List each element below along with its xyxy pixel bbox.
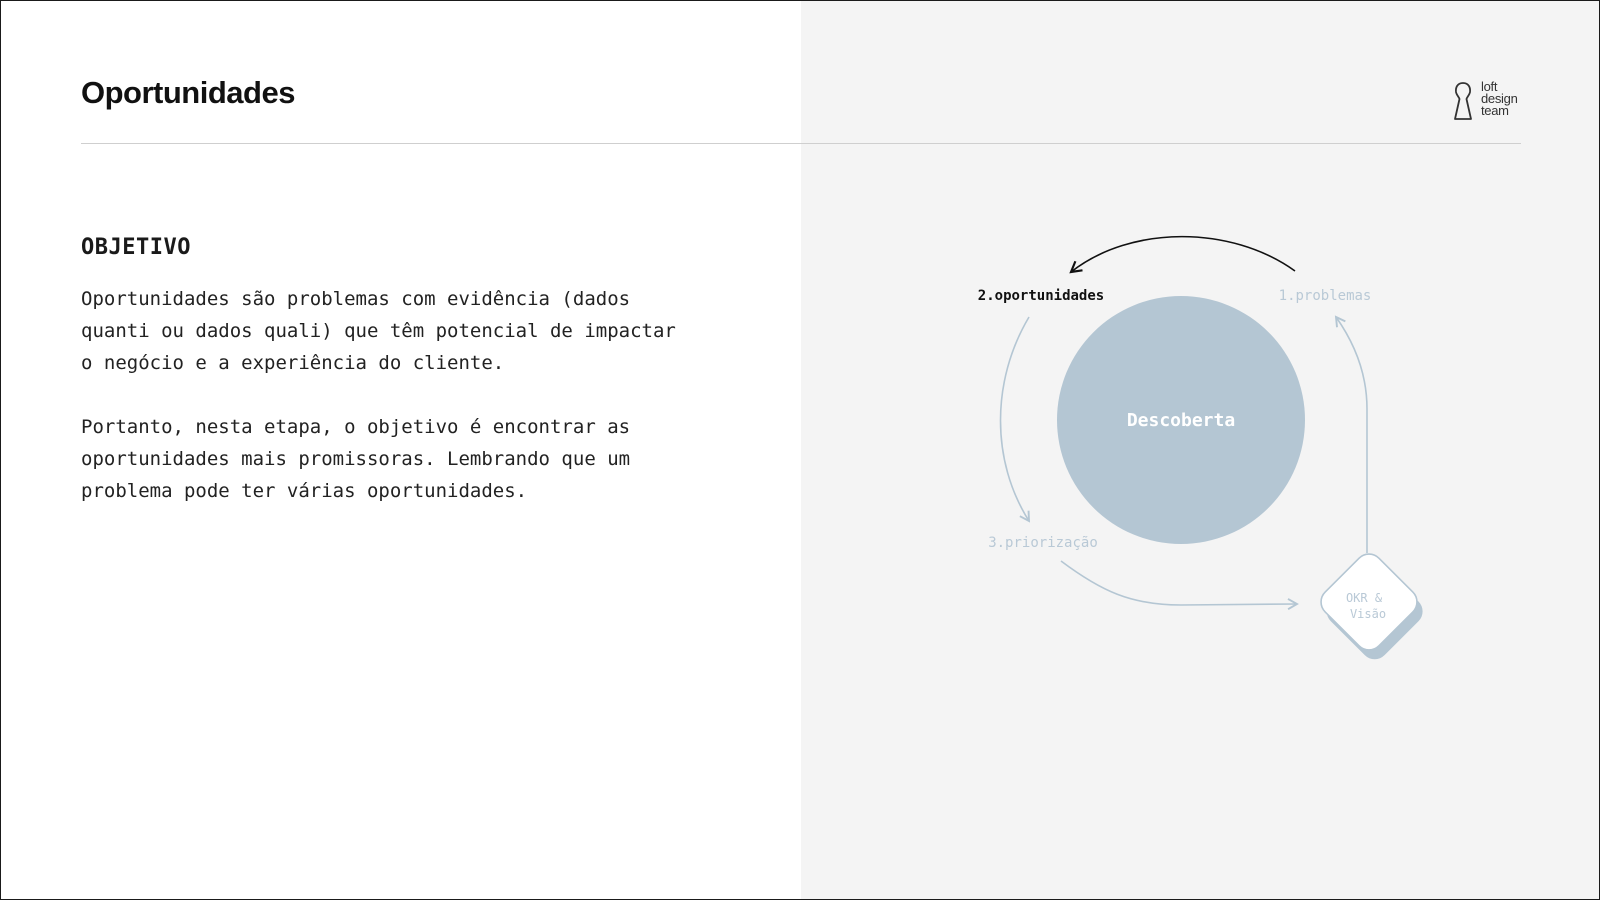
page-title: Oportunidades [81,75,295,110]
logo-line: team [1481,103,1509,118]
keyhole-icon [1454,82,1472,120]
step-label-opportunities: 2.oportunidades [978,288,1104,304]
arrow-okr-to-problems [1334,315,1368,553]
okr-badge: OKR & Visão [1320,553,1423,660]
cycle-diagram: Descoberta 2.oportunidades 1.problemas 3… [978,235,1423,660]
step-label-problems: 1.problemas [1279,288,1372,304]
body-text: Oportunidades são problemas com evidênci… [81,283,691,539]
header-divider [81,143,1521,144]
arrow-problems-to-opportunities [1069,235,1296,274]
okr-badge-line: Visão [1350,607,1386,621]
logo: loft design team [1451,79,1531,121]
paragraph: Portanto, nesta etapa, o objetivo é enco… [81,416,631,502]
okr-badge-line: OKR & [1346,591,1383,605]
discovery-circle [1057,296,1305,544]
logo-text: loft design team [1481,79,1518,118]
logo-line: loft [1481,79,1498,94]
step-label-prioritization: 3.priorização [988,535,1098,551]
section-heading: OBJETIVO [81,235,191,260]
discovery-label: Descoberta [1127,410,1235,431]
paragraph: Oportunidades são problemas com evidênci… [81,288,676,374]
arrow-opportunities-to-prioritization [999,316,1031,523]
logo-line: design [1481,91,1518,106]
arrow-prioritization-to-okr [1060,560,1299,611]
